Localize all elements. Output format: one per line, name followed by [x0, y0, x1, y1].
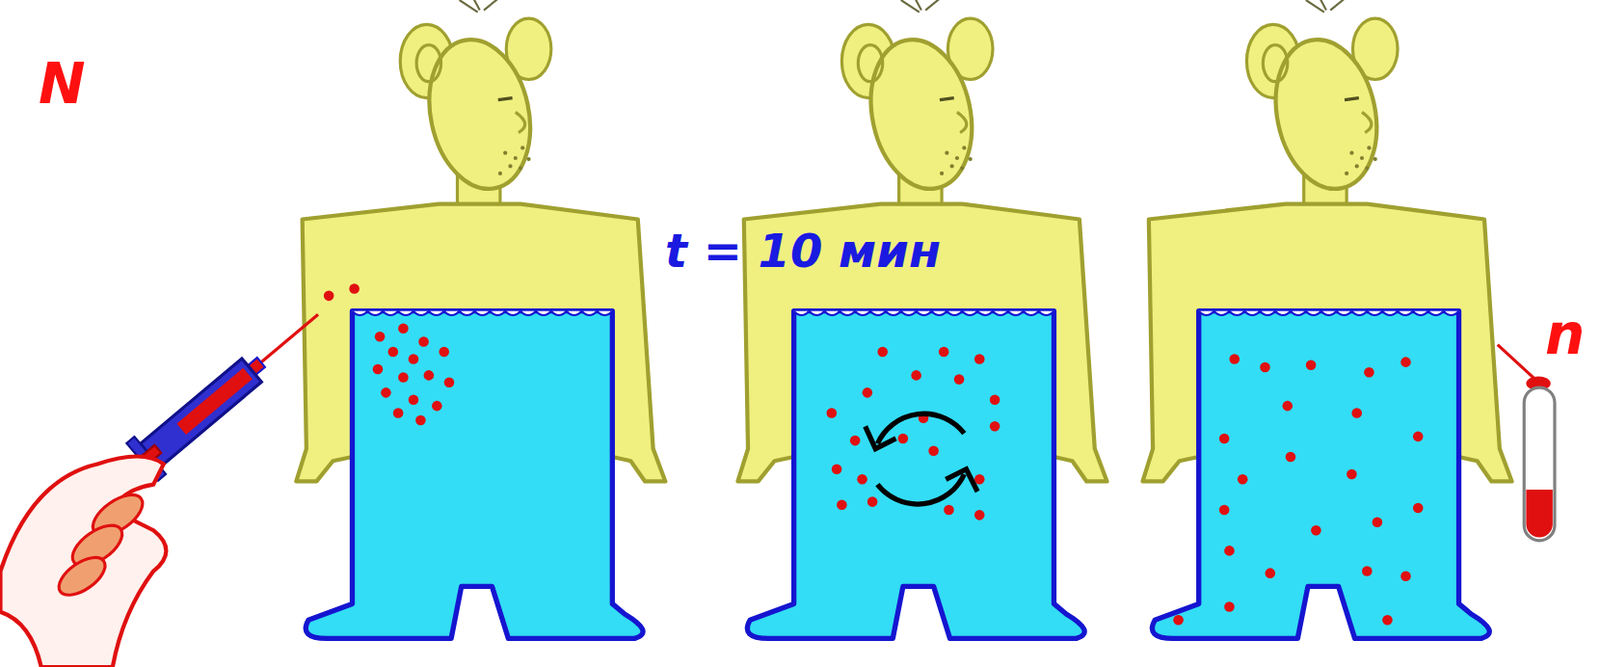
tracer-dots-injected — [323, 283, 454, 426]
sample-needle — [1497, 345, 1536, 380]
tracer-dot — [1285, 452, 1297, 463]
tracer-dot — [1363, 367, 1375, 378]
tracer-dot — [431, 400, 443, 412]
tracer-dot — [943, 505, 955, 516]
tracer-dot — [415, 415, 427, 427]
figure-before — [295, 0, 666, 639]
tracer-dot — [1259, 362, 1271, 374]
needle — [259, 314, 319, 364]
tracer-dot — [836, 499, 848, 510]
arrow-head — [865, 426, 897, 449]
tracer-dot — [928, 445, 939, 456]
tracer-dot — [398, 372, 409, 383]
tube-blood — [1525, 489, 1553, 538]
figure-mixing — [737, 0, 1107, 639]
tracer-dots-mixing — [826, 346, 1001, 521]
arrow-head — [945, 469, 978, 492]
tracer-dot — [1310, 525, 1322, 536]
tracer-dot — [850, 435, 861, 447]
tracer-dot — [1306, 360, 1317, 372]
tracer-dot — [1219, 433, 1230, 445]
tracer-dots-distributed — [1173, 353, 1423, 625]
tracer-dot — [1237, 474, 1249, 485]
syringe-fluid — [176, 368, 252, 435]
tracer-dot — [398, 322, 409, 334]
tracer-dot — [1281, 400, 1293, 412]
tracer-dot — [408, 394, 420, 405]
tube-glass — [1523, 387, 1555, 541]
tracer-dot — [877, 346, 888, 358]
tracer-dot — [974, 353, 986, 365]
tracer-dot — [444, 376, 455, 388]
tracer-dot — [1413, 503, 1424, 514]
tracer-dot — [374, 331, 386, 343]
tracer-dot — [438, 346, 450, 358]
tracer-dot — [862, 387, 874, 399]
sample-count: n — [1545, 306, 1585, 363]
hand-outline — [0, 456, 166, 667]
tracer-dot — [1361, 565, 1373, 577]
tracer-dot — [1346, 469, 1358, 480]
time-label: t = 10 мин — [665, 227, 941, 274]
test-tube — [1497, 345, 1555, 541]
tracer-dot — [954, 373, 965, 385]
tracer-dot — [938, 346, 950, 358]
hand — [0, 456, 166, 667]
tracer-dot — [373, 364, 384, 375]
tracer-dot — [974, 509, 986, 521]
tracer-dot — [1219, 505, 1230, 516]
figure-after — [1143, 0, 1513, 639]
tracer-dot — [1400, 356, 1412, 368]
tracer-dot — [1372, 516, 1384, 528]
tracer-dot — [393, 407, 404, 419]
finger — [53, 550, 112, 603]
tracer-dot — [1173, 614, 1184, 626]
tracer-dot — [388, 346, 400, 358]
tracer-dot — [418, 336, 429, 347]
injected-count: N — [38, 55, 86, 112]
tracer-dot — [831, 463, 843, 475]
tracer-dot — [898, 433, 909, 445]
tracer-dot — [380, 387, 392, 399]
tracer-dot — [867, 496, 879, 507]
tracer-dot — [826, 407, 838, 419]
tracer-dot — [1224, 601, 1235, 613]
tracer-dot — [1228, 353, 1240, 365]
tracer-dot — [989, 421, 1001, 432]
tracer-dot — [348, 283, 360, 294]
tracer-dot — [408, 353, 420, 365]
tracer-dot — [1413, 431, 1424, 443]
mixing-arrows — [865, 413, 978, 505]
tracer-dot — [1382, 614, 1393, 626]
tracer-dot — [989, 394, 1001, 405]
tracer-dot — [1400, 571, 1412, 583]
tracer-dot — [1351, 407, 1362, 419]
tracer-dot — [1264, 567, 1276, 579]
tracer-dot — [323, 291, 335, 302]
tracer-dot — [910, 370, 922, 381]
tracer-dot — [424, 370, 435, 381]
tracer-dot — [856, 474, 868, 485]
tracer-dot — [1224, 545, 1235, 557]
